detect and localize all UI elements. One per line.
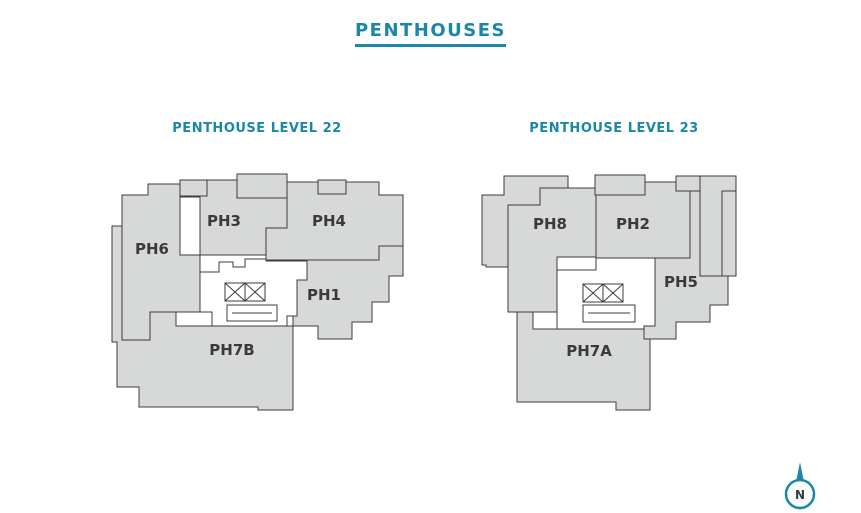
- unit-label-ph6: PH6: [135, 240, 169, 258]
- level-23-plan: PH8 PH2 PH5 PH7A: [481, 174, 737, 411]
- roof-block-2: [179, 179, 208, 197]
- compass-icon: N: [784, 462, 816, 510]
- roof-block-5: [675, 175, 701, 192]
- unit-label-ph7a: PH7A: [566, 342, 612, 360]
- unit-label-ph3: PH3: [207, 212, 241, 230]
- unit-label-ph8: PH8: [533, 215, 567, 233]
- level-22-plan: PH3 PH4 PH6 PH1 PH7B: [111, 173, 404, 411]
- page-title-wrap: PENTHOUSES: [0, 20, 861, 47]
- level-22-label: PENTHOUSE LEVEL 22: [172, 121, 342, 136]
- unit-label-ph4: PH4: [312, 212, 346, 230]
- unit-label-ph2: PH2: [616, 215, 650, 233]
- unit-label-ph5: PH5: [664, 273, 698, 291]
- page-title: PENTHOUSES: [354, 20, 507, 47]
- compass-label: N: [795, 488, 805, 502]
- unit-label-ph7b: PH7B: [209, 341, 254, 359]
- unit-label-ph1: PH1: [307, 286, 341, 304]
- roof-block-3: [317, 179, 347, 195]
- roof-block-1: [236, 173, 288, 199]
- level-23-label: PENTHOUSE LEVEL 23: [529, 121, 699, 136]
- roof-block-6: [699, 175, 737, 277]
- roof-block-4: [594, 174, 646, 196]
